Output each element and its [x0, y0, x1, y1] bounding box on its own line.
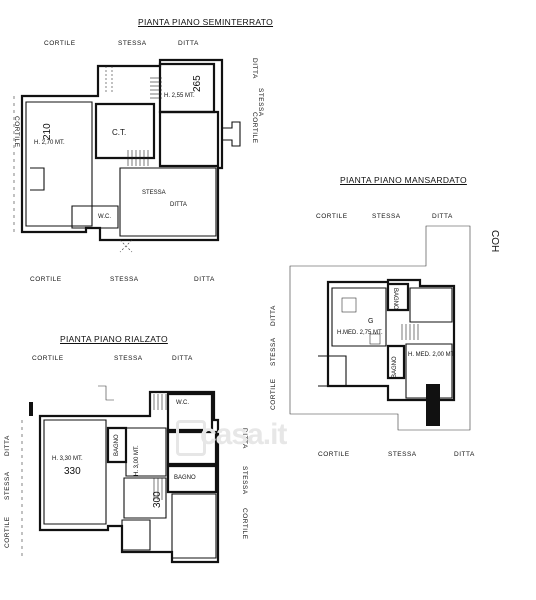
basement-label-cortile-left: CORTILE	[13, 116, 20, 148]
basement-height-left: H. 2,70 MT.	[34, 140, 65, 146]
ground-right-mid-room	[166, 430, 218, 466]
ground-left-room	[43, 419, 107, 525]
attic-label-ditta-bottom: DITTA	[454, 451, 475, 458]
attic-plan	[289, 225, 471, 431]
attic-room-letter: G	[368, 318, 374, 325]
basement-room-ditta: DITTA	[170, 202, 187, 208]
attic-room-bagno: BAGNO	[392, 288, 398, 310]
ground-room-bagno-2: BAGNO	[114, 434, 120, 456]
attic-label-cortile-bottom: CORTILE	[318, 451, 350, 458]
ground-height-left: H. 3,30 MT.	[52, 456, 83, 462]
ground-label-stessa-top: STESSA	[114, 355, 143, 362]
watermark-logo-box	[176, 420, 206, 456]
basement-plan	[13, 58, 241, 253]
basement-room-wc: W.C.	[98, 214, 111, 220]
attic-bottom-left-room	[318, 355, 347, 387]
attic-label-cortile-top: CORTILE	[316, 213, 348, 220]
basement-label-cortile-top: CORTILE	[44, 40, 76, 47]
attic-outer-wall	[326, 278, 456, 402]
attic-right-room	[405, 343, 453, 399]
ground-label-cortile-top: CORTILE	[32, 355, 64, 362]
ground-right-bottom-room	[171, 493, 217, 559]
attic-room-bagno-2: BAGNO	[392, 356, 398, 378]
ground-label-cortile-right: CORTILE	[241, 508, 248, 540]
ground-room-bagno: BAGNO	[174, 475, 196, 481]
basement-label-ditta-bottom: DITTA	[194, 276, 215, 283]
ground-stair	[149, 394, 167, 410]
attic-bagno-bottom	[386, 344, 406, 380]
ground-height-mid: H. 3,00 MT.	[134, 445, 140, 476]
ground-right-bagno	[166, 464, 218, 494]
basement-title: PIANTA PIANO SEMINTERRATO	[138, 17, 274, 27]
basement-room-stessa: STESSA	[142, 190, 166, 196]
attic-top-right-room	[409, 287, 453, 323]
attic-label-ditta-top: DITTA	[432, 213, 453, 220]
attic-height-left: H.MED. 2,75 MT.	[337, 330, 383, 336]
ground-outer-wall	[38, 390, 220, 564]
ground-corridor	[123, 477, 167, 519]
ground-code-mid: 300	[152, 491, 163, 508]
ground-stair-2	[153, 478, 163, 500]
basement-right-room-lower	[158, 110, 220, 168]
ground-label-stessa-right: STESSA	[241, 466, 248, 495]
basement-right-room	[158, 62, 216, 114]
basement-label-ditta-right: DITTA	[251, 58, 258, 79]
ground-label-ditta-top: DITTA	[172, 355, 193, 362]
attic-label-ditta-left: DITTA	[270, 305, 277, 326]
basement-code-right: 265	[192, 75, 203, 92]
attic-left-room	[331, 287, 387, 347]
basement-appendix	[30, 167, 45, 191]
ground-plan	[21, 385, 220, 564]
ground-mid-room	[125, 427, 167, 477]
ground-bottom-mid-room	[121, 519, 151, 551]
basement-left-room	[25, 101, 93, 227]
basement-room-ct: C.T.	[112, 128, 127, 137]
ground-code-left: 330	[64, 466, 81, 477]
ground-entrance-marker	[29, 402, 33, 416]
attic-label-stessa-left: STESSA	[270, 337, 277, 366]
attic-site-frame	[289, 225, 471, 431]
attic-label-stessa-top: STESSA	[372, 213, 401, 220]
ground-label-cortile-left: CORTILE	[4, 516, 11, 548]
attic-label-cortile-left: CORTILE	[270, 378, 277, 410]
basement-height-right: H. 2,55 MT.	[164, 93, 195, 99]
basement-wc	[71, 205, 119, 229]
attic-skylight-1	[341, 297, 357, 313]
attic-height-right: H. MED. 2,00 MT.	[408, 352, 456, 358]
attic-bagno-top	[386, 282, 410, 312]
attic-skylight-2	[369, 333, 381, 345]
watermark-text: casa.it	[200, 418, 287, 451]
basement-label-stessa-bottom: STESSA	[110, 276, 139, 283]
attic-label-stessa-bottom: STESSA	[388, 451, 417, 458]
attic-black-block	[426, 384, 440, 426]
basement-dashed	[105, 66, 133, 253]
ground-title: PIANTA PIANO RIALZATO	[60, 334, 168, 344]
ground-right-top-room	[166, 392, 214, 432]
basement-outer-wall	[20, 58, 224, 242]
basement-label-ditta-top: DITTA	[178, 40, 199, 47]
basement-lower-room	[119, 167, 217, 237]
basement-stair-mid	[127, 150, 149, 166]
attic-title: PIANTA PIANO MANSARDATO	[340, 175, 467, 185]
attic-code-right: COH	[489, 230, 500, 253]
basement-code-left: 210	[42, 123, 53, 140]
basement-ct-room	[94, 102, 156, 160]
attic-stair	[401, 324, 419, 340]
ground-top-step	[98, 385, 114, 401]
basement-right-bump	[222, 121, 241, 147]
basement-label-stessa-top: STESSA	[118, 40, 147, 47]
ground-room-wc: W.C.	[176, 400, 189, 406]
ground-label-stessa-left: STESSA	[4, 471, 11, 500]
ground-label-ditta-left: DITTA	[4, 435, 11, 456]
basement-stair-top	[150, 77, 162, 99]
basement-label-cortile-bottom: CORTILE	[30, 276, 62, 283]
basement-label-stessa-right: STESSA	[257, 88, 264, 117]
basement-label-cortile-right: CORTILE	[251, 112, 258, 144]
